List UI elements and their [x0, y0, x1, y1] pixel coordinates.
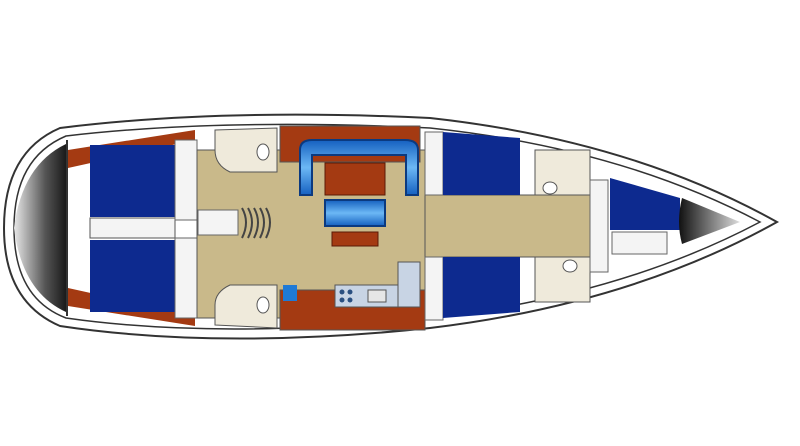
aft-locker-bottom [174, 237, 198, 319]
toilet-icon [256, 143, 270, 161]
dinette-table [324, 162, 386, 196]
aft-cabin-starboard-berth [90, 240, 175, 312]
aft-locker-top [174, 139, 198, 221]
aft-passage [89, 217, 176, 239]
toilet-icon [256, 296, 270, 314]
toilet-icon [542, 181, 558, 195]
corridor-floor [424, 194, 606, 258]
forward-cabin-starboard-berth [443, 257, 520, 318]
forward-cabin-port-berth [443, 132, 520, 195]
fore-cabin-berth [610, 178, 680, 230]
companionway-steps [241, 207, 271, 239]
dinette-settee [299, 139, 419, 196]
aft-head-starboard [214, 284, 278, 329]
companionway-locker [197, 209, 239, 236]
nav-seat [283, 285, 297, 301]
dinette-bench [324, 199, 386, 227]
aft-head-port [214, 127, 278, 173]
bow-chain-locker [679, 198, 740, 244]
forward-passage [589, 179, 609, 273]
stern-transom [14, 144, 66, 312]
forward-head-starboard [534, 256, 591, 303]
bulkhead-lockers-bottom [424, 256, 444, 321]
sink-icon [367, 289, 387, 303]
saloon-stool [331, 231, 379, 247]
galley-counter-side [397, 261, 421, 308]
bulkhead-lockers-top [424, 131, 444, 196]
stove-icon [339, 289, 353, 303]
aft-cabin-port-berth [90, 145, 175, 217]
toilet-icon [562, 259, 578, 273]
fore-cabin-steps [611, 231, 668, 255]
